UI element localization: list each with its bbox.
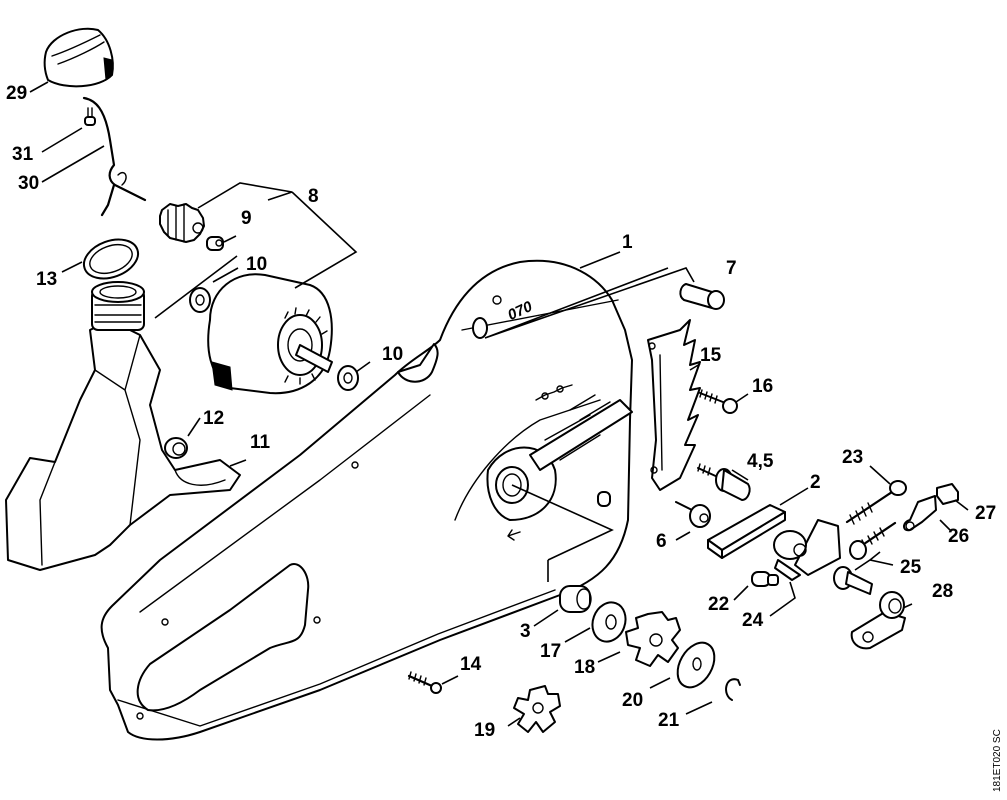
callout-6: 6 xyxy=(656,531,667,552)
callout-10a: 10 xyxy=(246,254,267,275)
callout-30: 30 xyxy=(18,173,39,194)
callout-10b: 10 xyxy=(382,344,403,365)
callout-21: 21 xyxy=(658,710,680,731)
callout-28: 28 xyxy=(932,581,953,602)
part-bracket-26 xyxy=(903,495,937,532)
part-sprocket-cover: 070 xyxy=(100,259,633,741)
part-oil-tank xyxy=(5,281,241,571)
part-screw-16 xyxy=(699,389,738,414)
part-tensioner-slide xyxy=(773,519,841,581)
callout-12: 12 xyxy=(203,408,224,429)
part-grommet xyxy=(164,437,188,459)
part-washer-10a xyxy=(189,287,211,313)
part-screw-6 xyxy=(675,501,711,528)
part-pin-7 xyxy=(679,283,725,310)
callout-18: 18 xyxy=(574,657,595,678)
callout-14: 14 xyxy=(460,654,482,675)
callout-2: 2 xyxy=(810,472,821,493)
callout-8: 8 xyxy=(308,186,319,207)
part-stud-4-5 xyxy=(697,463,751,501)
part-guide-plate xyxy=(707,504,786,559)
part-sprocket-19 xyxy=(513,685,561,733)
callout-labels: 29 31 30 13 8 9 10 10 12 11 1 7 15 16 4,… xyxy=(6,83,996,741)
callout-29: 29 xyxy=(6,83,27,104)
part-clutch-drum xyxy=(207,273,333,395)
callout-13: 13 xyxy=(36,269,57,290)
part-clip-27 xyxy=(936,483,959,505)
callout-24: 24 xyxy=(742,610,764,631)
callout-4-5: 4,5 xyxy=(747,451,774,472)
callout-25: 25 xyxy=(900,557,922,578)
callout-31: 31 xyxy=(12,144,34,165)
callout-1: 1 xyxy=(622,232,633,253)
part-o-ring xyxy=(82,238,140,280)
part-washer-20 xyxy=(676,641,716,689)
part-tensioner-housing xyxy=(850,591,906,650)
callout-26: 26 xyxy=(948,526,969,547)
part-bearing-9 xyxy=(206,236,224,251)
part-bumper-spike xyxy=(647,319,701,491)
part-sprocket-18 xyxy=(625,611,681,667)
callout-11: 11 xyxy=(250,432,271,453)
part-washer-17 xyxy=(591,601,627,643)
callout-16: 16 xyxy=(752,376,773,397)
callout-20: 20 xyxy=(622,690,643,711)
callout-7: 7 xyxy=(726,258,737,279)
part-screw-31 xyxy=(84,107,96,126)
callout-15: 15 xyxy=(700,345,722,366)
leader-lines xyxy=(29,81,969,727)
part-screw-14 xyxy=(407,671,442,694)
callout-19: 19 xyxy=(474,720,495,741)
part-needle-bearing xyxy=(559,585,592,613)
callout-23: 23 xyxy=(842,447,863,468)
callout-17: 17 xyxy=(540,641,561,662)
part-oil-cap xyxy=(43,27,114,88)
part-spur-gear xyxy=(159,203,205,243)
callout-22: 22 xyxy=(708,594,729,615)
part-pin-22 xyxy=(751,571,779,587)
callout-3: 3 xyxy=(520,621,531,642)
part-adjusting-screw xyxy=(833,521,897,595)
part-washer-10b xyxy=(337,365,359,391)
part-e-clip xyxy=(725,678,741,701)
part-bolt-23 xyxy=(845,480,907,525)
callout-9: 9 xyxy=(241,208,252,229)
callout-27: 27 xyxy=(975,503,996,524)
drawing-code: 181ET020 SC xyxy=(992,729,1003,792)
part-cap-strap xyxy=(82,96,147,217)
